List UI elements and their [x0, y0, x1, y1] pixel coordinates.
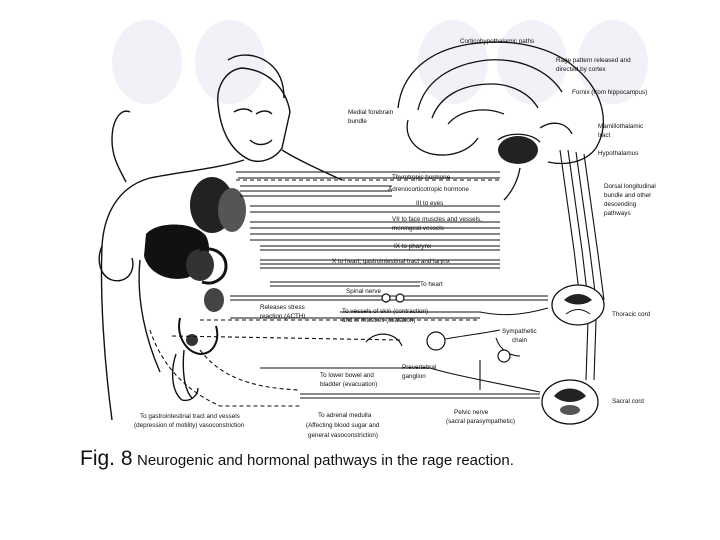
label-prevertebral-ganglion: ganglion [402, 373, 426, 380]
label-adrenal-medulla: To adrenal medulla [318, 412, 372, 419]
spinal-cord-descending [559, 149, 605, 381]
label-releases-acth: reaction (ACTH) [260, 313, 306, 320]
label-bladder: bladder (evacuation) [320, 381, 377, 388]
label-releases-stress: Releases stress [260, 304, 305, 311]
label-rage-pattern-2: directed by cortex [556, 66, 607, 73]
label-dorsal-4: pathways [604, 210, 631, 217]
label-iii-eyes: III to eyes [416, 200, 443, 207]
label-spinal-nerve: Spinal nerve [346, 288, 382, 295]
label-fornix: Fornix (from hippocampus) [572, 89, 647, 96]
label-hypothalamus: Hypothalamus [598, 150, 638, 157]
label-pelvic-sacral: (sacral parasympathetic) [446, 418, 515, 425]
label-mamillothalamic: Mamillothalamic [598, 123, 643, 130]
label-corticohypothalamic: Corticohypothalamic paths [460, 38, 534, 45]
label-gi-tract: To gastrointestinal tract and vessels [140, 413, 240, 420]
label-medial-forebrain-2: bundle [348, 118, 367, 125]
label-sympathetic-chain: chain [512, 337, 528, 344]
label-adrenal-blood-sugar: (Affecting blood sugar and [306, 422, 380, 429]
figure-caption: Fig. 8 Neurogenic and hormonal pathways … [80, 447, 680, 471]
label-medial-forebrain: Medial forebrain [348, 109, 394, 116]
brain-outline [397, 41, 604, 201]
dashed-hormonal-paths [149, 179, 500, 407]
label-adrenal-vasoconstriction: general vasoconstriction) [308, 432, 378, 439]
figure-caption-text: Neurogenic and hormonal pathways in the … [136, 452, 514, 469]
label-to-heart: To heart [420, 281, 443, 288]
ganglion-marks [365, 293, 511, 363]
label-lower-bowel: To lower bowel and [320, 372, 374, 379]
label-x-heart: X to heart, gastrointestinal tract and l… [332, 258, 451, 265]
human-figure [98, 54, 343, 421]
label-dorsal-1: Dorsal longitudinal [604, 183, 656, 190]
label-pelvic-nerve: Pelvic nerve [454, 409, 489, 416]
label-mamillothalamic-2: tract [598, 132, 610, 139]
label-rage-pattern: Rage pattern released and [556, 57, 631, 64]
diagram-labels: Corticohypothalamic paths Rage pattern r… [134, 38, 656, 439]
label-vessels-skin: To vessels of skin (contraction) [342, 308, 428, 315]
label-sympathetic: Sympathetic [502, 328, 537, 335]
label-dorsal-2: bundle and other [604, 192, 651, 199]
label-dorsal-3: descending [604, 201, 637, 208]
label-adrenocorticotropic: Adrenocorticotropic hormone [388, 186, 469, 193]
spinal-cord-cross-sections [541, 284, 605, 425]
label-ix-pharynx: IX to pharynx [394, 243, 432, 250]
thoracic-organs [144, 177, 246, 356]
label-sacral-cord: Sacral cord [612, 398, 644, 405]
label-vessels-muscles: and of muscles (dilatation) [342, 317, 416, 324]
label-prevertebral: Prevertebral [402, 364, 436, 371]
label-thoracic-cord: Thoracic cord [612, 311, 651, 318]
figure-number: Fig. 8 [80, 447, 133, 470]
label-vii-meningeal: meningeal vessels [392, 225, 444, 232]
label-gi-motility: (depression of motility) vasoconstrictio… [134, 422, 245, 429]
label-vii-face: VII to face muscles and vessels, [392, 216, 482, 223]
label-thyrotropic: Thyrotropic hormone [392, 174, 451, 181]
